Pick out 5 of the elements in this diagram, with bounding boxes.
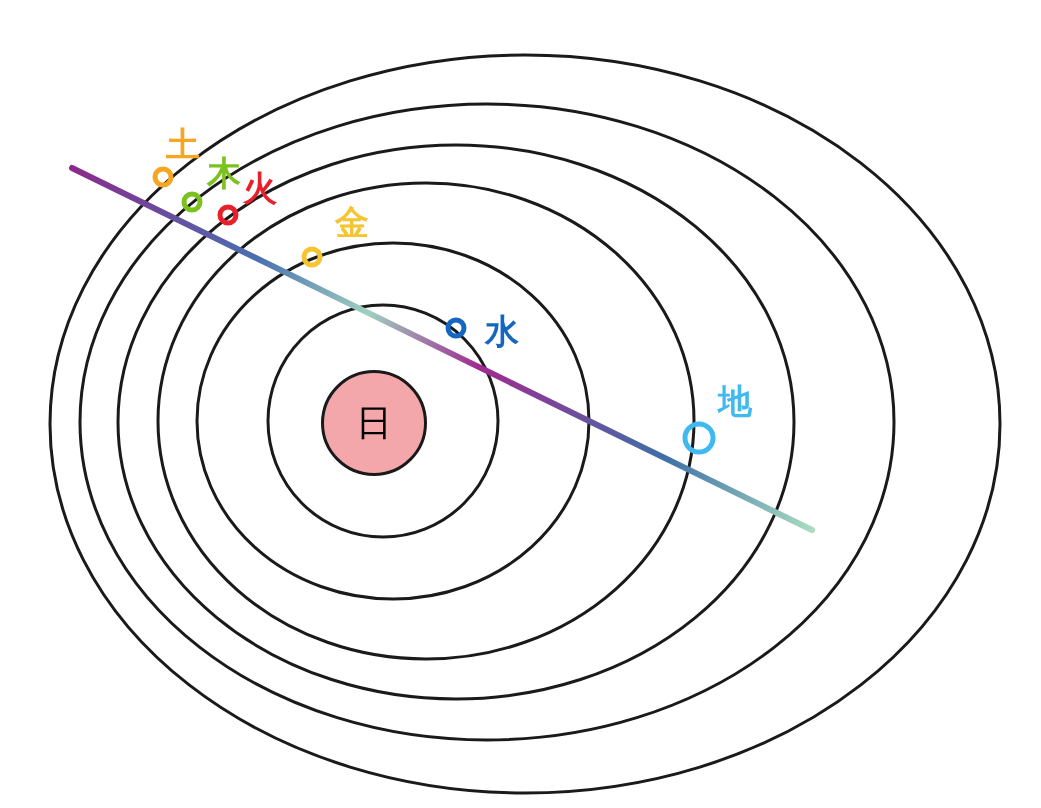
sun-circle: 日 [321,370,427,476]
planet-label: 金 [335,205,369,239]
planet-label: 土 [166,127,200,161]
planet-label: 水 [485,314,519,348]
planet-label: 地 [718,384,752,418]
